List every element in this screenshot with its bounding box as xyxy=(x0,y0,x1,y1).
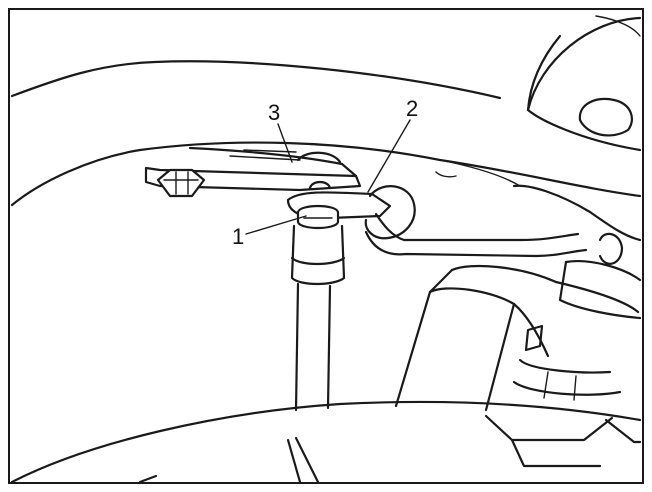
shock-absorber xyxy=(394,260,642,412)
callout-2: 2 xyxy=(406,96,418,121)
leader-lines xyxy=(245,119,411,235)
callout-3: 3 xyxy=(268,100,280,125)
wheel-housing xyxy=(10,60,642,207)
bracket-bolt xyxy=(156,168,206,198)
leader-line-2 xyxy=(367,119,411,193)
figure-frame xyxy=(8,8,644,484)
link-rod-1 xyxy=(290,204,346,412)
callout-1: 1 xyxy=(232,224,244,249)
upper-right-component xyxy=(526,15,642,152)
leader-line-3 xyxy=(277,123,293,163)
knuckle-detail xyxy=(435,171,642,265)
mounting-bracket-3 xyxy=(144,146,362,198)
tire xyxy=(10,400,642,484)
steering-arm-2 xyxy=(286,180,588,258)
leader-line-1 xyxy=(245,215,307,235)
